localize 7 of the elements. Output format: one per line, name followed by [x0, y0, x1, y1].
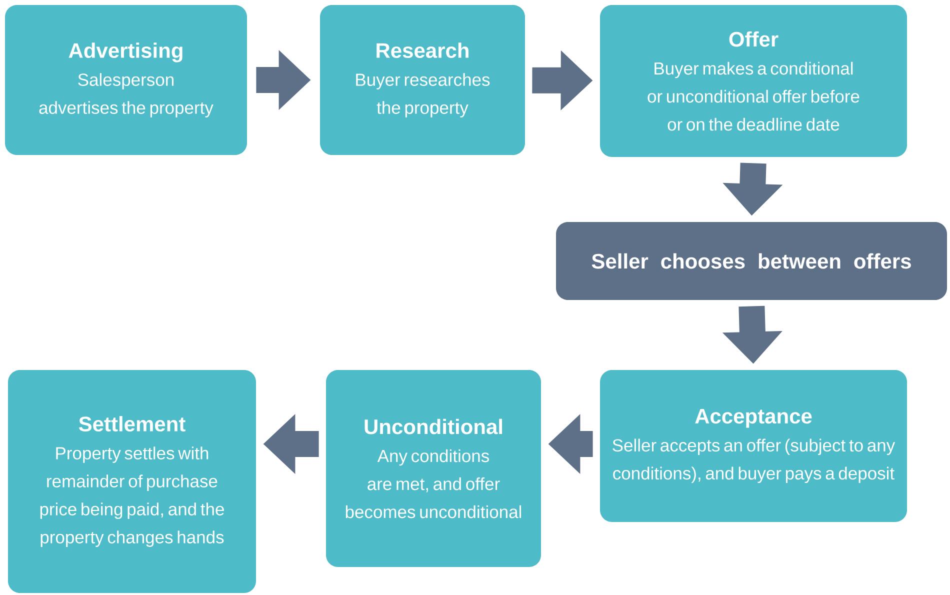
decision-box: Seller chooses between offers — [556, 222, 947, 300]
step-box: Acceptance Seller accepts an offer (subject to any conditions), and buyer pays a deposit — [600, 370, 907, 522]
step-box: Research Buyer researches the property — [320, 5, 525, 155]
step-box: Advertising Salesperson advertises the property — [5, 5, 247, 155]
step-box: Unconditional Any conditions are met, and offer becomes unconditional — [326, 370, 541, 567]
step-box: Offer Buyer makes a conditional or unconditional offer before or on the deadline date — [600, 5, 907, 157]
step-box: Settlement Property settles with remainder of purchase price being paid, and the property changes hands — [8, 370, 256, 593]
